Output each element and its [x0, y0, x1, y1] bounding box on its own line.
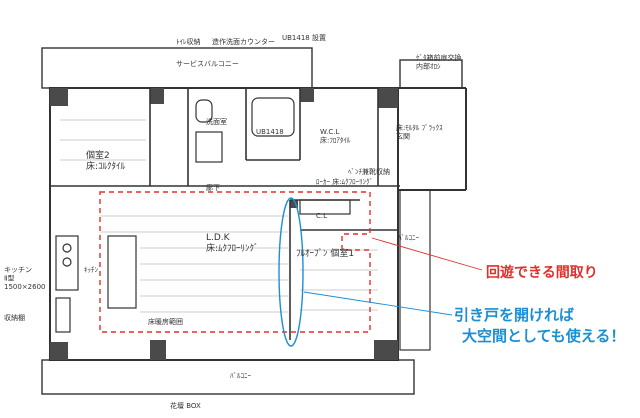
label-wash-room: 洗面室 [206, 117, 227, 126]
label-corridor: 廊下 [206, 183, 220, 192]
label-shoebox: ｹﾞﾀ箱前扉交換内部ｵﾛｼ [416, 53, 462, 70]
label-closet: C.L [316, 212, 327, 220]
label-balcony: ﾊﾞﾙｺﾆｰ [230, 372, 251, 380]
blue-pointer [303, 291, 453, 316]
plan-labels: ﾄｲﾚ収納 造作洗面カウンター UB1418 設置 サービスバルコニー ｹﾞﾀ箱… [4, 33, 462, 410]
label-bench: ﾍﾞﾝﾁ兼靴収納 [348, 167, 390, 176]
label-wash-counter: 造作洗面カウンター [212, 37, 275, 46]
annotation-loop-layout: 回遊できる間取り [486, 265, 598, 281]
label-hall-floor: ﾛｰｶｰ 床:ﾑｸﾌﾛｰﾘﾝｸﾞ [316, 177, 373, 186]
label-planter-box: 花壇 BOX [170, 401, 201, 410]
pillars [50, 88, 398, 360]
label-dining-area: 床暖房範囲 [148, 317, 183, 326]
label-ub-exchange: UB1418 設置 [282, 33, 326, 42]
label-storage-shelf: 収納棚 [4, 313, 25, 322]
label-service-balcony: サービスバルコニー [176, 59, 239, 68]
label-ub-room: UB1418 [256, 128, 284, 136]
label-bedroom1: ﾌﾙｵｰﾌﾟﾝ 個室1 [296, 247, 354, 259]
sliding-door-highlight [278, 197, 304, 347]
label-balcony-side: ﾊﾞﾙｺﾆｰ [398, 234, 419, 242]
outer-walls [41, 47, 467, 395]
ldk-floor-hatch [60, 119, 378, 313]
red-pointer [371, 237, 483, 271]
fixtures [55, 97, 351, 333]
annotation-sliding-door-line1: 引き戸を開ければ [454, 306, 575, 324]
label-entrance: 床:ﾓﾙﾀﾙ ﾌﾞﾗｯｸｽ玄関 [396, 123, 443, 140]
label-kitchen-small: ｷｯﾁﾝ [84, 266, 98, 274]
label-toilet-cabinet: ﾄｲﾚ収納 [176, 37, 201, 46]
circulation-loop [99, 191, 371, 333]
annotation-sliding-door-line2: 大空間としても使える！ [462, 327, 626, 345]
